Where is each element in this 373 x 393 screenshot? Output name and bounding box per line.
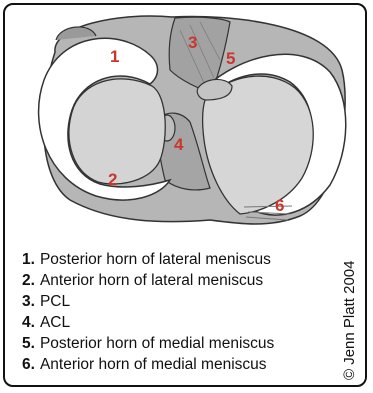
marker-6: 6: [275, 196, 284, 215]
lateral-plateau: [69, 79, 165, 184]
legend-item-5: 5.Posterior horn of medial meniscus: [22, 333, 342, 354]
legend-item-2: 2.Anterior horn of lateral meniscus: [22, 270, 342, 291]
marker-2: 2: [108, 170, 117, 189]
legend-item-3: 3.PCL: [22, 291, 342, 312]
legend-item-1: 1.Posterior horn of lateral meniscus: [22, 249, 342, 270]
copyright-credit: © Jenn Platt 2004: [341, 261, 358, 380]
legend-item-4: 4.ACL: [22, 312, 342, 333]
marker-3: 3: [188, 33, 197, 52]
legend-item-6: 6.Anterior horn of medial meniscus: [22, 354, 342, 375]
marker-1: 1: [110, 47, 119, 66]
legend-list: 1.Posterior horn of lateral meniscus 2.A…: [22, 249, 342, 375]
marker-4: 4: [174, 135, 184, 154]
marker-5: 5: [226, 49, 235, 68]
